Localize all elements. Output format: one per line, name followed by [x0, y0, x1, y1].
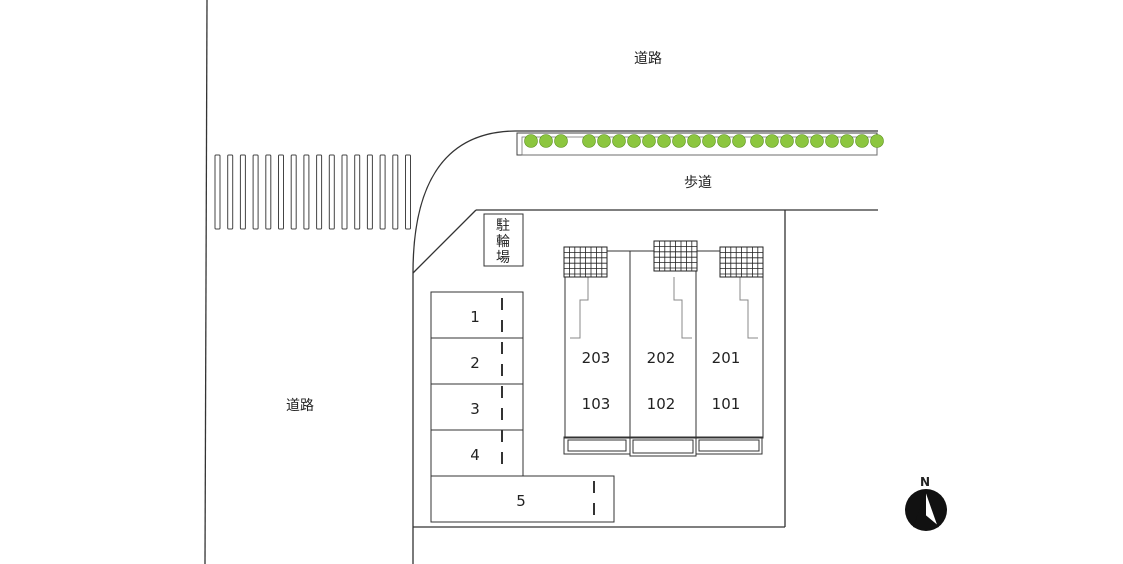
parking-space-2: 2 — [470, 354, 480, 372]
entry-pads — [563, 240, 764, 278]
road-label-top: 道路 — [634, 51, 662, 67]
tree-icon — [732, 134, 746, 148]
crosswalk-stripe — [316, 154, 323, 230]
tree-icon — [582, 134, 596, 148]
unit-103: 103 — [582, 395, 611, 413]
entry-pad — [653, 240, 698, 272]
parking-space-1: 1 — [470, 308, 480, 326]
parking-lot — [430, 291, 615, 523]
parking-space-3: 3 — [470, 400, 480, 418]
bicycle-parking-char-3: 場 — [496, 250, 510, 266]
crosswalk-stripe — [392, 154, 399, 230]
crosswalk-stripe — [278, 154, 284, 230]
unit-203: 203 — [582, 349, 611, 367]
tree-icon — [539, 134, 553, 148]
tree-icon — [524, 134, 538, 148]
crosswalk-stripe — [252, 154, 259, 230]
tree-icon — [657, 134, 671, 148]
tree-icon — [597, 134, 611, 148]
parking-space-5: 5 — [516, 492, 526, 510]
crosswalk-stripe — [366, 154, 373, 230]
unit-202: 202 — [647, 349, 676, 367]
tree-icon — [717, 134, 731, 148]
crosswalk-stripe — [290, 154, 297, 230]
tree-icon — [612, 134, 626, 148]
unit-101: 101 — [712, 395, 741, 413]
tree-icon — [687, 134, 701, 148]
sidewalk-label: 歩道 — [684, 175, 712, 191]
tree-icon — [672, 134, 686, 148]
crosswalk-stripe — [354, 154, 361, 230]
compass-letter: N — [920, 475, 930, 489]
tree-icon — [702, 134, 716, 148]
crosswalk-stripe — [227, 154, 234, 230]
crosswalk-stripe — [239, 154, 246, 230]
tree-icon — [810, 134, 824, 148]
tree-icon — [825, 134, 839, 148]
crosswalk-stripe — [341, 154, 348, 230]
crosswalk-stripe — [214, 154, 221, 230]
road-label-left: 道路 — [286, 398, 314, 414]
crosswalk-stripe — [379, 154, 386, 230]
unit-102: 102 — [647, 395, 676, 413]
tree-icon — [855, 134, 869, 148]
tree-icon — [554, 134, 568, 148]
tree-icon — [795, 134, 809, 148]
crosswalk-stripe — [265, 154, 272, 230]
compass-icon: N — [905, 475, 947, 531]
tree-planter — [516, 132, 884, 156]
building — [563, 250, 764, 457]
tree-row — [524, 134, 884, 148]
bicycle-parking-char-1: 駐 — [496, 218, 510, 234]
bicycle-parking: 駐 輪 場 — [483, 213, 524, 267]
parking-space-4: 4 — [470, 446, 480, 464]
tree-icon — [750, 134, 764, 148]
tree-icon — [642, 134, 656, 148]
bicycle-parking-char-2: 輪 — [496, 233, 510, 250]
crosswalk-stripe — [405, 154, 411, 230]
tree-icon — [627, 134, 641, 148]
unit-201: 201 — [712, 349, 741, 367]
crosswalk-stripe — [303, 154, 310, 230]
crosswalk — [214, 154, 411, 230]
road-lines — [204, 0, 878, 564]
tree-icon — [780, 134, 794, 148]
tree-icon — [840, 134, 854, 148]
tree-icon — [870, 134, 884, 148]
entry-pad — [563, 246, 608, 278]
entry-pad — [719, 246, 764, 278]
tree-icon — [765, 134, 779, 148]
crosswalk-stripe — [328, 154, 335, 230]
